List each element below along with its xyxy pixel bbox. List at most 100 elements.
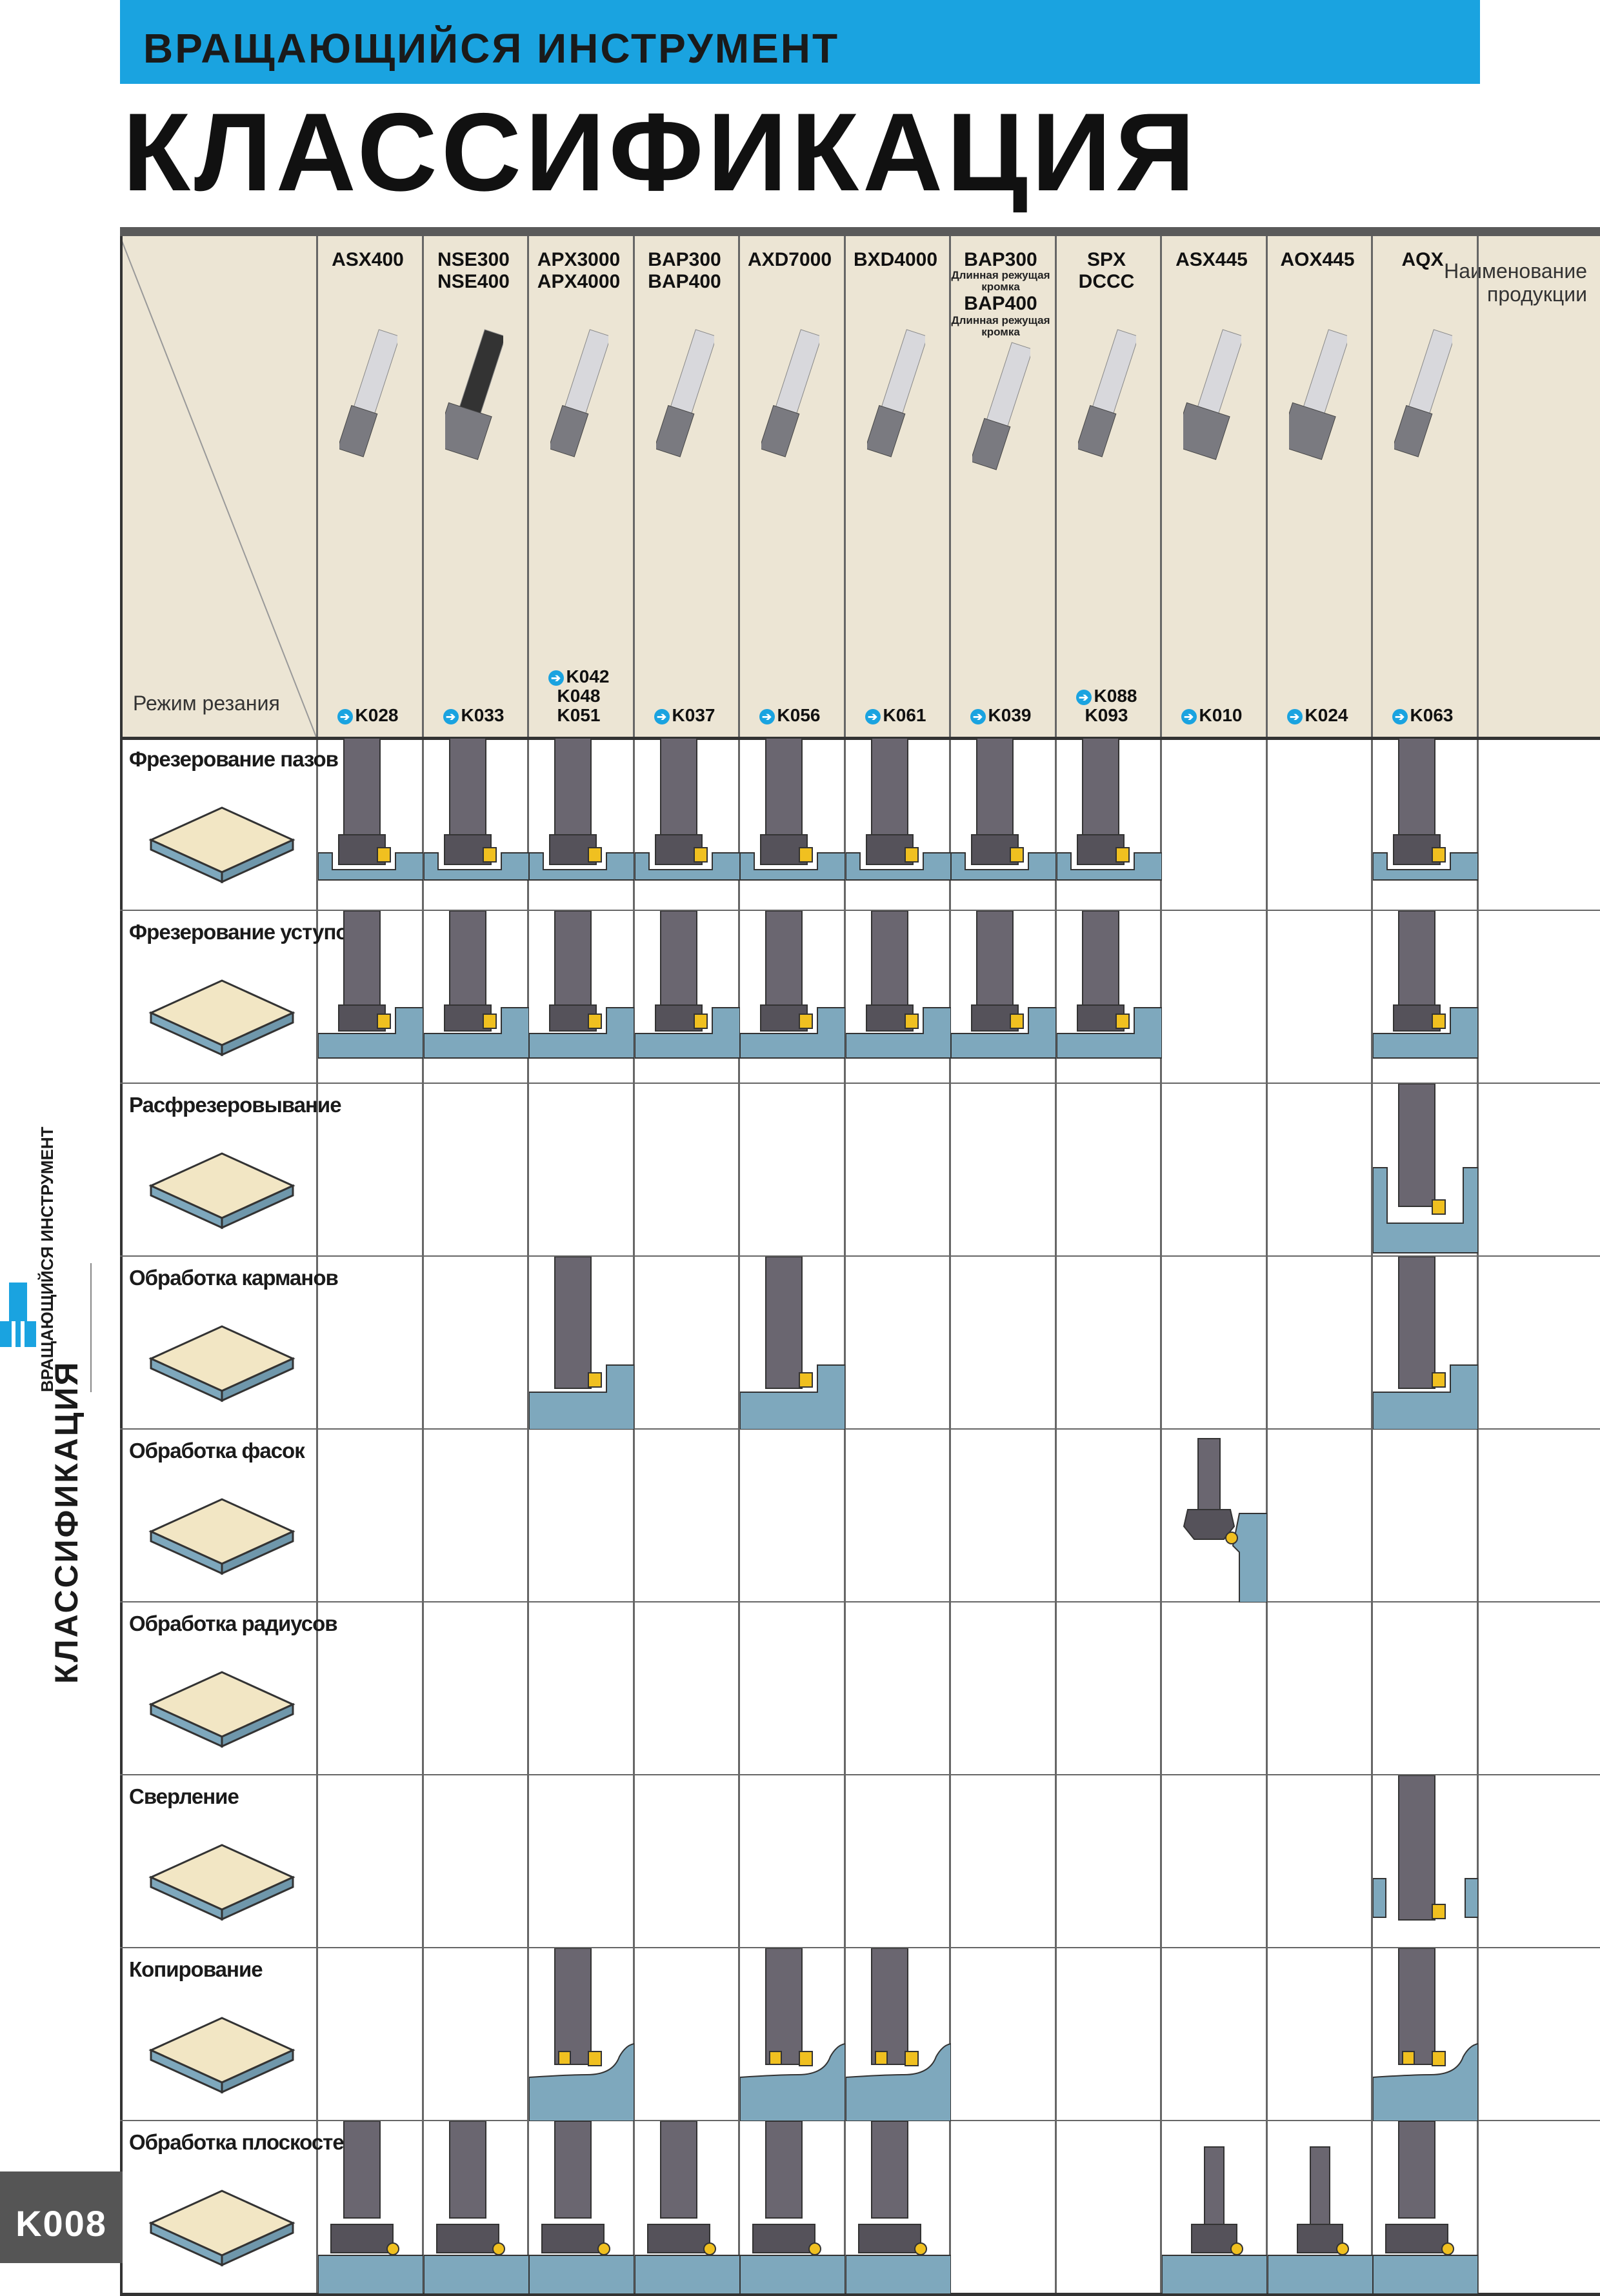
arrow-right-icon: ➔ (548, 670, 564, 686)
application-cell (1373, 1257, 1478, 1430)
workpiece-illustration (148, 1498, 295, 1575)
application-diagram-shoulder (740, 911, 845, 1059)
tool-photo (972, 342, 1030, 470)
application-diagram-pocket (1373, 1257, 1478, 1430)
tool-photo (1183, 329, 1241, 461)
grid-vline (422, 236, 424, 2293)
application-cell (635, 738, 740, 911)
product-subnote: Длинная режущая кромка (951, 269, 1050, 293)
workpiece-illustration (148, 806, 295, 884)
grid-hline (120, 1428, 1600, 1430)
product-header: AOX445➔K024 (1266, 236, 1369, 737)
application-diagram-drill (1373, 1775, 1478, 1921)
cutting-mode-label: Режим резания (133, 692, 280, 715)
application-cell (635, 911, 740, 1084)
application-diagram-shoulder (529, 911, 634, 1059)
ref-code: K028 (355, 705, 399, 725)
ref-code: K088 (1094, 686, 1137, 706)
catalog-page-ref[interactable]: ➔K063 (1371, 706, 1474, 725)
catalog-page-ref[interactable]: ➔K028 (316, 706, 419, 725)
section-header-bar: ВРАЩАЮЩИЙСЯ ИНСТРУМЕНТ (120, 0, 1480, 84)
ref-code: K042 (566, 666, 610, 686)
arrow-right-icon: ➔ (443, 708, 459, 724)
workpiece-illustration (148, 1152, 295, 1230)
grid-vline (844, 236, 846, 2293)
application-diagram-copy (846, 1948, 951, 2121)
grid-vline (120, 236, 123, 2293)
catalog-page-ref[interactable]: ➔K037 (633, 706, 736, 725)
ref-code: K039 (988, 705, 1032, 725)
application-cell (1162, 1430, 1267, 1602)
workpiece-illustration (148, 1844, 295, 1921)
product-name: APX3000 APX4000 (537, 249, 621, 292)
workpiece-illustration (148, 1671, 295, 1748)
catalog-page-ref[interactable]: ➔K033 (422, 706, 525, 725)
workpiece-illustration (148, 1325, 295, 1403)
catalog-page-ref[interactable]: K048 (527, 686, 630, 706)
product-header: AXD7000 ➔K056 (738, 236, 841, 737)
operation-label: Сверление (129, 1784, 239, 1808)
application-cell (951, 911, 1056, 1084)
ref-code: K033 (461, 705, 505, 725)
application-cell (1268, 2121, 1373, 2294)
operation-row: Расфрезеровывание (120, 1083, 342, 1255)
application-diagram-slot (424, 738, 529, 881)
ref-code: K024 (1305, 705, 1348, 725)
application-diagram-shoulder (635, 911, 740, 1059)
grid-hline (120, 1947, 1600, 1948)
arrow-right-icon: ➔ (1075, 689, 1092, 705)
application-diagram-copy (1373, 1948, 1478, 2121)
arrow-right-icon: ➔ (865, 708, 881, 724)
catalog-page-ref[interactable]: ➔K088 (1055, 686, 1158, 706)
application-cell (529, 1948, 634, 2121)
catalog-page-ref[interactable]: ➔K010 (1160, 706, 1263, 725)
application-cell (1162, 2121, 1267, 2294)
catalog-page-ref[interactable]: ➔K061 (844, 706, 947, 725)
arrow-right-icon: ➔ (970, 708, 986, 724)
application-diagram-copy (740, 1948, 845, 2121)
product-name: BAP300 BAP400 (648, 249, 721, 292)
grid-hline (120, 1083, 1600, 1084)
catalog-page-ref[interactable]: ➔K042 (527, 667, 630, 686)
application-diagram-slot (846, 738, 951, 881)
application-diagram-pocket (740, 1257, 845, 1430)
application-diagram-chamfer (1183, 1438, 1267, 1602)
application-cell (1373, 2121, 1478, 2294)
catalog-page-ref[interactable]: ➔K056 (738, 706, 841, 725)
ref-code: K037 (672, 705, 715, 725)
product-name: ASX400 (332, 249, 404, 270)
ref-code: K056 (777, 705, 821, 725)
product-header: BAP300 BAP400 ➔K037 (633, 236, 736, 737)
page-number: K008 (15, 2203, 107, 2244)
operation-row: Фрезерование пазов (120, 737, 339, 910)
tool-photo (445, 329, 503, 461)
application-diagram-face (1373, 2121, 1478, 2294)
application-cell (846, 1948, 951, 2121)
operation-row: Копирование (120, 1947, 316, 2120)
grid-vline (527, 236, 529, 2293)
operation-label: Обработка радиусов (129, 1612, 338, 1635)
ref-code: K010 (1199, 705, 1243, 725)
grid-vline (316, 236, 318, 2293)
application-cell (1373, 1084, 1478, 1257)
application-cell (318, 911, 423, 1084)
application-cell (740, 1257, 845, 1430)
tool-photo (1394, 329, 1452, 457)
application-cell (1373, 1948, 1478, 2121)
catalog-page-ref[interactable]: K093 (1055, 706, 1158, 725)
operation-label: Фрезерование уступов (129, 920, 361, 944)
catalog-page-ref[interactable]: ➔K024 (1266, 706, 1369, 725)
application-diagram-face (424, 2121, 529, 2294)
product-name: AQX (1401, 249, 1444, 270)
product-name: AXD7000 (747, 249, 832, 270)
page-title: КЛАССИФИКАЦИЯ (123, 90, 1199, 214)
catalog-page-ref[interactable]: ➔K039 (949, 706, 1052, 725)
catalog-page-ref[interactable]: K051 (527, 706, 630, 725)
product-name-2: BAP400 (964, 293, 1037, 314)
tool-photo (1078, 329, 1136, 457)
product-name: SPX DCCC (1078, 249, 1135, 292)
operation-row: Обработка фасок (120, 1428, 316, 1601)
tool-photo (761, 329, 819, 457)
arrow-right-icon: ➔ (337, 708, 353, 724)
